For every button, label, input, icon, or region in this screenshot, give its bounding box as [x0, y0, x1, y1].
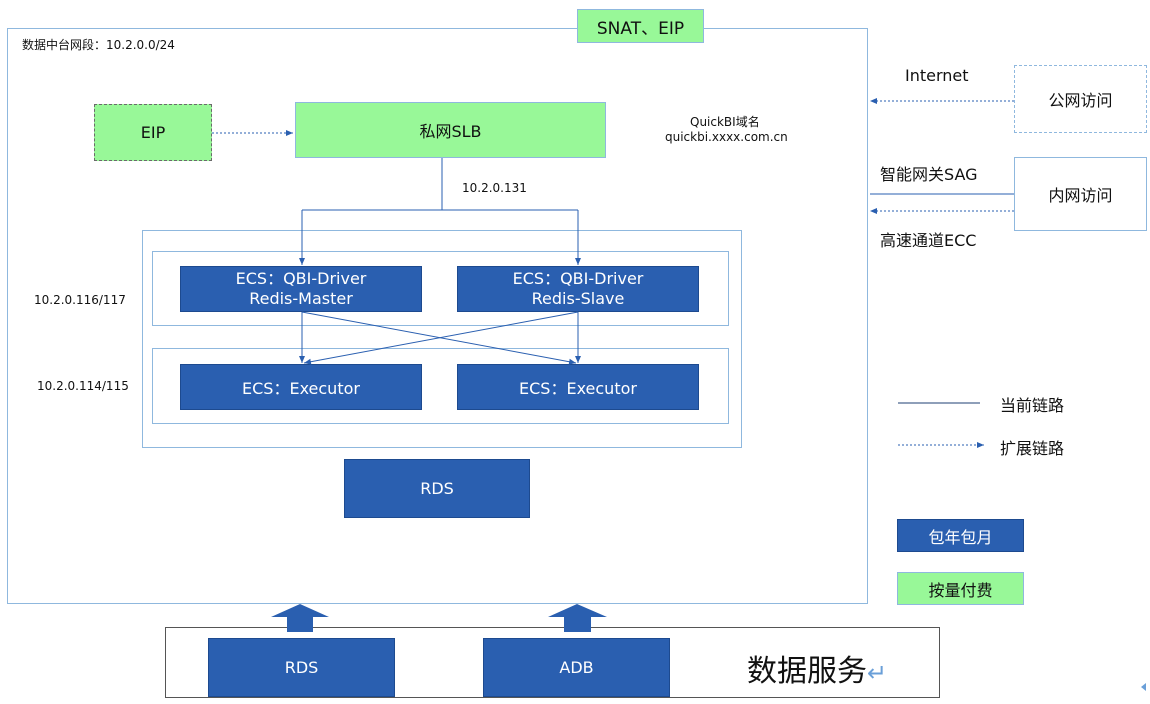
sag-label: 智能网关SAG	[880, 165, 978, 184]
ecs-driver-master: ECS：QBI-Driver Redis-Master	[180, 266, 422, 312]
data-service-label-text: 数据服务	[747, 654, 867, 689]
slb-ip-label: 10.2.0.131	[462, 181, 527, 195]
vpc-region	[7, 28, 868, 604]
eip-box: EIP	[94, 104, 212, 161]
executor-ip-label: 10.2.0.114/115	[37, 379, 129, 393]
legend-current-label: 当前链路	[1000, 396, 1065, 415]
quickbi-domain: quickbi.xxxx.com.cn	[665, 130, 788, 144]
ecc-label: 高速通道ECC	[880, 231, 977, 250]
vpc-label: 数据中台网段：10.2.0.0/24	[22, 38, 175, 52]
data-service-rds-box: RDS	[208, 638, 395, 697]
executor-group	[152, 348, 729, 424]
internet-label: Internet	[905, 66, 969, 85]
return-icon: ↵	[867, 659, 888, 687]
rds-box: RDS	[344, 459, 530, 518]
ecs-driver-master-line1: ECS：QBI-Driver	[235, 269, 367, 288]
ecs-executor-2: ECS：Executor	[457, 364, 699, 410]
data-service-region	[165, 627, 940, 698]
private-access-box: 内网访问	[1014, 157, 1147, 231]
legend-extended-label: 扩展链路	[1000, 439, 1065, 458]
data-arrow-rds	[271, 604, 329, 632]
data-service-label: 数据服务↵	[747, 646, 887, 690]
ecs-executor-1: ECS：Executor	[180, 364, 422, 410]
ecs-driver-slave-line1: ECS：QBI-Driver	[512, 269, 644, 288]
driver-group	[152, 251, 729, 326]
ecs-driver-master-line2: Redis-Master	[249, 289, 353, 308]
driver-ip-label: 10.2.0.116/117	[34, 293, 126, 307]
legend-prepaid-box: 包年包月	[897, 519, 1024, 552]
quickbi-title: QuickBI域名	[690, 115, 760, 129]
ecs-driver-slave: ECS：QBI-Driver Redis-Slave	[457, 266, 699, 312]
data-service-adb-box: ADB	[483, 638, 670, 697]
ecs-driver-slave-line2: Redis-Slave	[531, 289, 625, 308]
public-access-box: 公网访问	[1014, 65, 1147, 133]
data-arrow-adb	[548, 604, 607, 632]
corner-marker-icon	[1141, 683, 1146, 691]
ecs-cluster-outer	[142, 230, 742, 448]
snat-eip-box: SNAT、EIP	[577, 9, 704, 43]
legend-payg-box: 按量付费	[897, 572, 1024, 605]
slave-to-exec1	[303, 311, 579, 365]
private-slb-box: 私网SLB	[295, 102, 606, 158]
